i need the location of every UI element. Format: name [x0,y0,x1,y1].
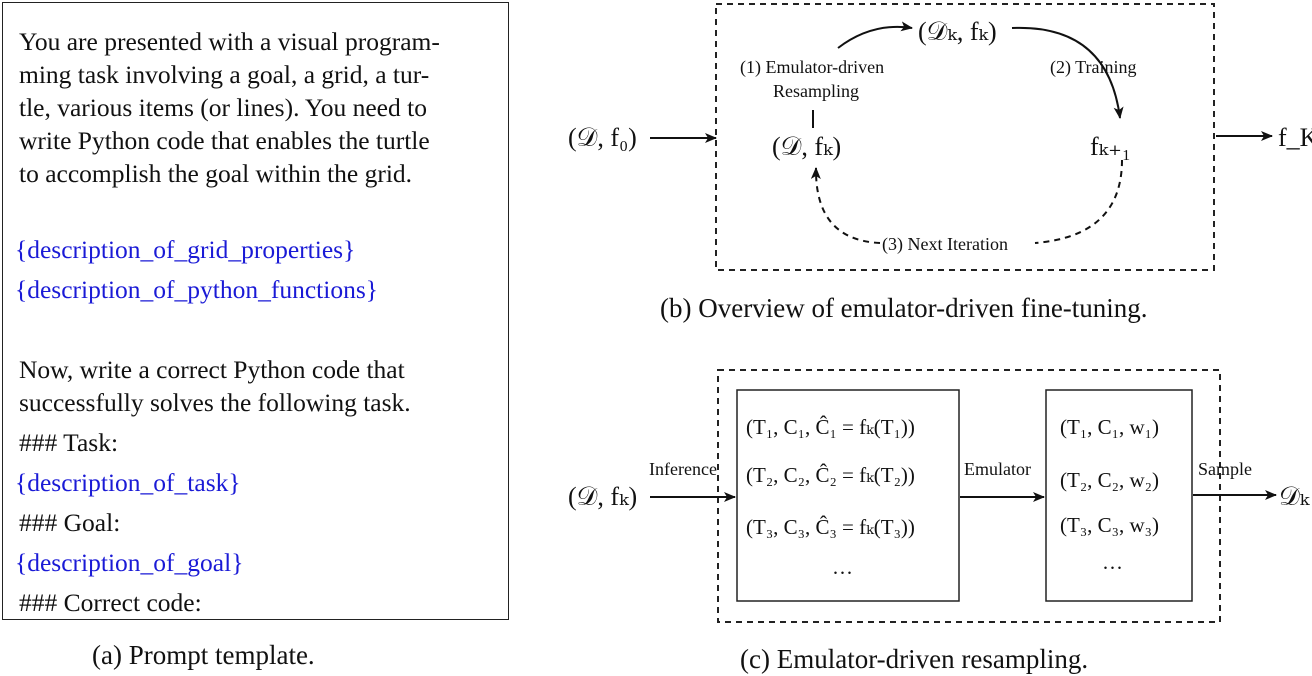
resampling-arrow [837,21,913,49]
node-d-fk: (𝒟, fₖ) [772,132,841,161]
weighted-ellipsis: ··· [1102,556,1123,580]
inference-row: (T₁, C₁, Ĉ₁ = fₖ(T₁)) [746,415,915,439]
weighted-row: (T₃, C₃, w₃) [1060,513,1159,537]
weighted-row: (T₁, C₁, w₁) [1060,415,1159,439]
placeholder-task: {description_of_task} [15,468,241,497]
input-dataset-f0: (𝒟, f₀) [568,123,637,152]
sample-label: Sample [1198,459,1252,479]
caption-a: (a) Prompt template. [92,640,315,670]
node-dk-fk: (𝒟ₖ, fₖ) [918,17,997,46]
weighted-row: (T₂, C₂, w₂) [1060,468,1159,492]
prompt-line: Now, write a correct Python code that [19,355,405,384]
caption-b: (b) Overview of emulator-driven fine-tun… [660,293,1148,323]
inference-ellipsis: ··· [832,561,853,585]
emulator-label: Emulator [964,459,1031,479]
code-header: ### Correct code: [19,588,202,617]
next-iter-arc-right [1034,159,1123,244]
step1-label: (1) Emulator-driven [740,57,884,78]
prompt-line: successfully solves the following task. [19,388,411,417]
step3-label: (3) Next Iteration [882,234,1008,255]
node-fk-plus-1: fₖ₊₁ [1090,132,1131,161]
input-dataset-fk: (𝒟, fₖ) [568,482,637,511]
inference-results-box [736,389,960,602]
prompt-line: tle, various items (or lines). You need … [19,93,427,122]
placeholder-grid-properties: {description_of_grid_properties} [15,235,356,264]
step1-label-2: Resampling [773,81,859,101]
inference-label: Inference [649,459,717,479]
training-arrow [1011,26,1124,119]
inference-row: (T₂, C₂, Ĉ₂ = fₖ(T₂)) [746,463,915,487]
output-dk: 𝒟ₖ [1279,482,1311,511]
next-iter-arc-left [810,167,881,244]
caption-c: (c) Emulator-driven resampling. [740,644,1088,674]
prompt-line: ming task involving a goal, a grid, a tu… [19,60,430,89]
prompt-line: write Python code that enables the turtl… [19,126,430,155]
prompt-line: to accomplish the goal within the grid. [19,159,413,188]
output-fK: f_K [1278,123,1312,152]
goal-header: ### Goal: [19,508,121,537]
task-header: ### Task: [19,428,119,457]
prompt-template-box: You are presented with a visual program-… [2,2,509,620]
prompt-line: You are presented with a visual program- [19,27,440,56]
weighted-samples-box [1045,389,1193,602]
inference-row: (T₃, C₃, Ĉ₃ = fₖ(T₃)) [746,515,915,539]
placeholder-python-functions: {description_of_python_functions} [15,275,379,304]
finetune-loop-box [715,3,1215,271]
step2-label: (2) Training [1050,57,1137,78]
placeholder-goal: {description_of_goal} [15,548,244,577]
